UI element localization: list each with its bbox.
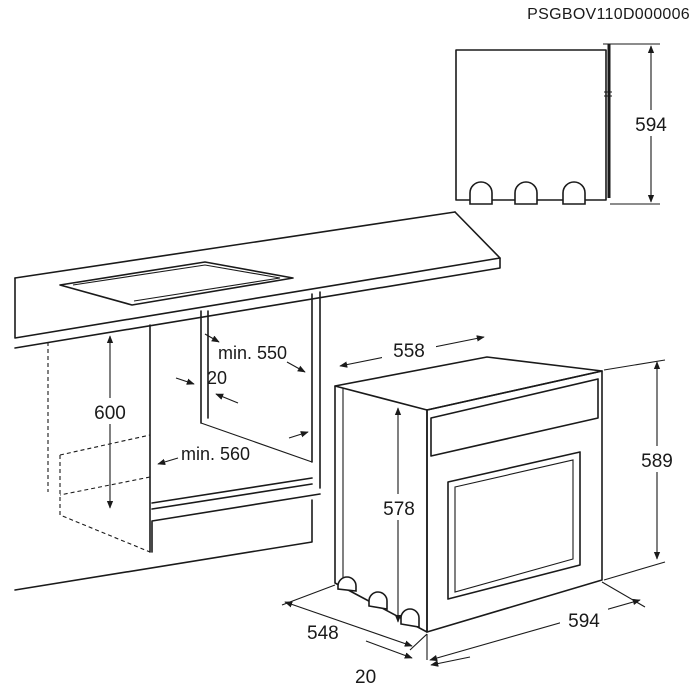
- oven-door-window: [447, 451, 581, 600]
- cabinet-min-depth-label: min. 550: [218, 343, 287, 363]
- side-view-foot-3: [562, 181, 586, 205]
- oven-dimensions: 558 578 589 594 548 20: [281, 335, 680, 688]
- cabinet-floor-plinth: [151, 493, 321, 553]
- cabinet-depth-arrow-right: [286, 361, 306, 373]
- oven-front-height-label: 589: [641, 451, 673, 472]
- side-view-foot-1: [469, 181, 493, 205]
- diagram-code: PSGBOV110D000006: [527, 6, 690, 23]
- cabinet-gap-label: 20: [207, 368, 227, 388]
- cabinet-width-arrow-right: [288, 431, 309, 439]
- gap-arrow-right: [215, 393, 239, 404]
- countertop-top-surface: [14, 211, 456, 279]
- cabinet-right-wall: [311, 291, 321, 489]
- oven-body-width-label: 558: [393, 341, 425, 362]
- countertop-front-top: [14, 211, 501, 339]
- oven-foot-1: [337, 576, 357, 592]
- cabinet-base-edge: [14, 499, 313, 591]
- side-view-body: [455, 49, 607, 201]
- oven-front-width-dimension: [429, 598, 641, 662]
- cabinet-width-arrow-left: [157, 457, 179, 465]
- oven-body-depth-dimension: [284, 601, 413, 647]
- oven-body-depth-label: 548: [307, 623, 339, 644]
- built-in-oven: [334, 356, 603, 633]
- oven-body-top: [334, 356, 603, 411]
- kitchen-cabinet: [14, 291, 321, 591]
- side-view-foot-2: [514, 181, 538, 205]
- gap-arrow-left: [175, 377, 195, 385]
- cabinet-rear-outline: [47, 342, 151, 553]
- countertop-with-hob: [14, 211, 501, 349]
- hob-cutout: [59, 261, 294, 306]
- oven-front-width-label: 594: [568, 611, 600, 632]
- cabinet-dimensions: 600 min. 550 20 min. 560: [84, 333, 309, 509]
- cabinet-depth-arrow-left: [204, 333, 220, 343]
- oven-foot-2: [368, 591, 388, 610]
- oven-foot-3: [400, 608, 420, 628]
- cabinet-back-wall: [200, 310, 209, 424]
- side-view-oven: 594: [455, 43, 672, 205]
- countertop-front-bottom: [14, 257, 501, 349]
- front-thickness-arrow-right: [430, 656, 471, 667]
- oven-body-height-label: 578: [383, 499, 415, 520]
- front-thickness-arrow-left: [365, 640, 413, 659]
- cabinet-height-label: 600: [94, 403, 126, 424]
- oven-front-panel: [426, 370, 603, 633]
- cabinet-min-width-label: min. 560: [181, 444, 250, 464]
- oven-control-panel: [430, 378, 599, 457]
- side-view-height-label: 594: [635, 115, 667, 136]
- cabinet-shelf: [151, 477, 313, 510]
- oven-front-thickness-label: 20: [355, 667, 376, 688]
